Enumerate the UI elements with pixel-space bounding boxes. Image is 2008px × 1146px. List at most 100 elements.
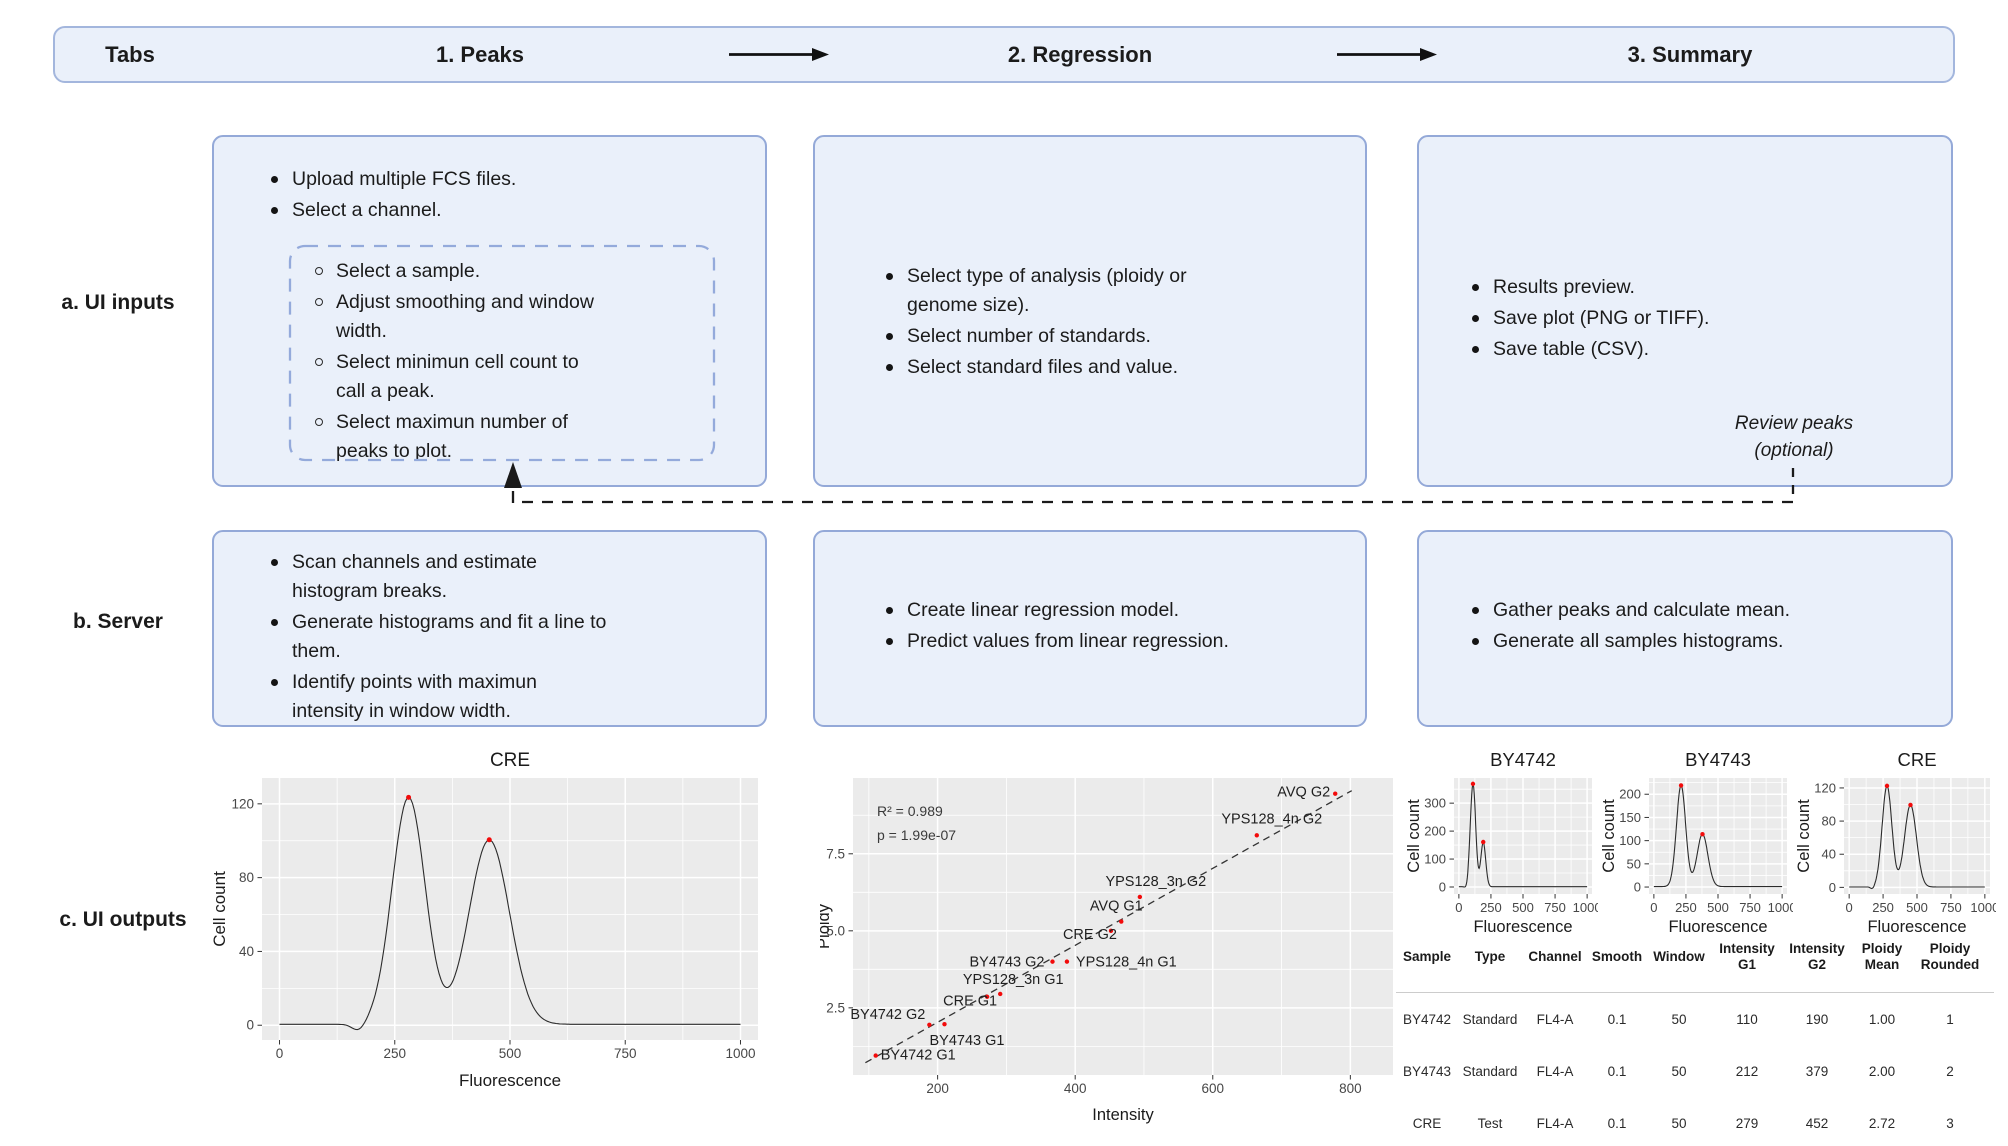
- row-label-ui-outputs: c. UI outputs: [59, 908, 187, 931]
- table-cell: FL4-A: [1536, 1063, 1574, 1079]
- svg-text:Cell count: Cell count: [1796, 799, 1813, 873]
- svg-text:500: 500: [1512, 900, 1534, 915]
- bullet-item: Generate histograms and fit a line to th…: [268, 608, 758, 666]
- table-cell: 2.72: [1868, 1115, 1896, 1131]
- bullet-item: Select minimun cell count to call a peak…: [312, 348, 702, 406]
- tab-peaks[interactable]: 1. Peaks: [435, 42, 525, 67]
- svg-text:250: 250: [1675, 900, 1697, 915]
- svg-text:400: 400: [1064, 1081, 1087, 1096]
- table-cell: 2: [1946, 1063, 1954, 1079]
- svg-text:Cell count: Cell count: [1601, 799, 1618, 873]
- table-cell: 1: [1946, 1011, 1954, 1027]
- table-cell: CRE: [1412, 1115, 1442, 1131]
- bullet-item: Save plot (PNG or TIFF).: [1469, 304, 1909, 333]
- svg-text:500: 500: [1707, 900, 1729, 915]
- table-cell: 379: [1805, 1063, 1829, 1079]
- svg-text:0: 0: [1650, 900, 1657, 915]
- table-header-divider: [1396, 992, 1994, 993]
- svg-text:CRE: CRE: [1897, 749, 1936, 770]
- review-peaks-note: Review peaks (optional): [1688, 410, 1900, 464]
- svg-text:1000: 1000: [1768, 900, 1793, 915]
- svg-text:250: 250: [1872, 900, 1894, 915]
- review-peaks-note-line1: Review peaks: [1734, 413, 1854, 434]
- table-cell: FL4-A: [1536, 1011, 1574, 1027]
- tab-summary[interactable]: 3. Summary: [1627, 42, 1753, 67]
- svg-text:100: 100: [1424, 852, 1446, 867]
- svg-text:2.5: 2.5: [826, 1000, 845, 1015]
- bullet-item: Identify points with maximun intensity i…: [268, 668, 758, 726]
- svg-text:120: 120: [1814, 780, 1836, 795]
- svg-text:40: 40: [1822, 847, 1836, 862]
- svg-text:0: 0: [246, 1018, 254, 1033]
- panel-server-summary: [1417, 530, 1953, 727]
- table-cell: 452: [1805, 1115, 1829, 1131]
- svg-text:5.0: 5.0: [826, 923, 845, 938]
- bullet-item: Gather peaks and calculate mean.: [1469, 596, 1909, 625]
- peaks-input-bullets: Upload multiple FCS files.Select a chann…: [268, 165, 748, 227]
- table-cell: 3: [1946, 1115, 1954, 1131]
- svg-text:600: 600: [1202, 1081, 1225, 1096]
- table-cell: 0.1: [1607, 1011, 1627, 1027]
- row-label-server: b. Server: [73, 610, 163, 633]
- bullet-item: Select a sample.: [312, 257, 702, 286]
- svg-text:BY4743 G1: BY4743 G1: [929, 1033, 1004, 1049]
- table-cell: 0.1: [1607, 1063, 1627, 1079]
- table-cell: 279: [1735, 1115, 1759, 1131]
- tab-regression[interactable]: 2. Regression: [1007, 42, 1153, 67]
- arrow-right-icon: [729, 48, 829, 61]
- tabs-label: Tabs: [105, 42, 155, 67]
- peaks-input-sub-bullets: Select a sample.Adjust smoothing and win…: [312, 257, 702, 468]
- svg-text:40: 40: [239, 944, 254, 959]
- svg-text:BY4743: BY4743: [1685, 749, 1751, 770]
- column-header: Window: [1653, 949, 1705, 964]
- bullet-item: Select type of analysis (ploidy or genom…: [883, 262, 1353, 320]
- svg-text:AVQ G1: AVQ G1: [1090, 899, 1143, 915]
- table-cell: 50: [1671, 1063, 1687, 1079]
- svg-text:200: 200: [1619, 787, 1641, 802]
- table-cell: BY4742: [1402, 1011, 1452, 1027]
- table-cell: 50: [1671, 1011, 1687, 1027]
- svg-text:Cell count: Cell count: [212, 871, 229, 947]
- svg-text:BY4742 G2: BY4742 G2: [850, 1007, 925, 1023]
- svg-text:Cell count: Cell count: [1406, 799, 1423, 873]
- table-cell: Standard: [1462, 1011, 1518, 1027]
- svg-text:Fluorescence: Fluorescence: [1867, 918, 1966, 936]
- table-cell: 0.1: [1607, 1115, 1627, 1131]
- bullet-item: Create linear regression model.: [883, 596, 1353, 625]
- svg-text:Intensity: Intensity: [1092, 1106, 1154, 1124]
- svg-text:750: 750: [1940, 900, 1962, 915]
- panel-ui-inputs-summary: [1417, 135, 1953, 487]
- svg-text:R² = 0.989: R² = 0.989: [877, 803, 943, 819]
- svg-text:250: 250: [383, 1046, 406, 1061]
- table-cell: 1.00: [1868, 1011, 1896, 1027]
- svg-text:Fluorescence: Fluorescence: [1473, 918, 1572, 936]
- svg-text:300: 300: [1424, 796, 1446, 811]
- svg-text:750: 750: [614, 1046, 637, 1061]
- table-cell: 212: [1735, 1063, 1759, 1079]
- server-peaks-bullets: Scan channels and estimate histogram bre…: [268, 548, 758, 728]
- svg-text:750: 750: [1544, 900, 1566, 915]
- svg-text:750: 750: [1739, 900, 1761, 915]
- svg-text:YPS128_4n G1: YPS128_4n G1: [1076, 955, 1177, 971]
- bullet-item: Predict values from linear regression.: [883, 627, 1353, 656]
- svg-text:100: 100: [1619, 833, 1641, 848]
- server-regression-bullets: Create linear regression model.Predict v…: [883, 596, 1353, 658]
- svg-text:120: 120: [231, 796, 254, 811]
- arrow-right-icon: [1337, 48, 1437, 61]
- svg-text:1000: 1000: [725, 1046, 755, 1061]
- row-label-ui-inputs: a. UI inputs: [61, 291, 175, 314]
- svg-text:50: 50: [1627, 856, 1641, 871]
- regression-input-bullets: Select type of analysis (ploidy or genom…: [883, 262, 1353, 384]
- svg-text:BY4743 G2: BY4743 G2: [970, 955, 1045, 971]
- svg-text:0: 0: [1439, 880, 1446, 895]
